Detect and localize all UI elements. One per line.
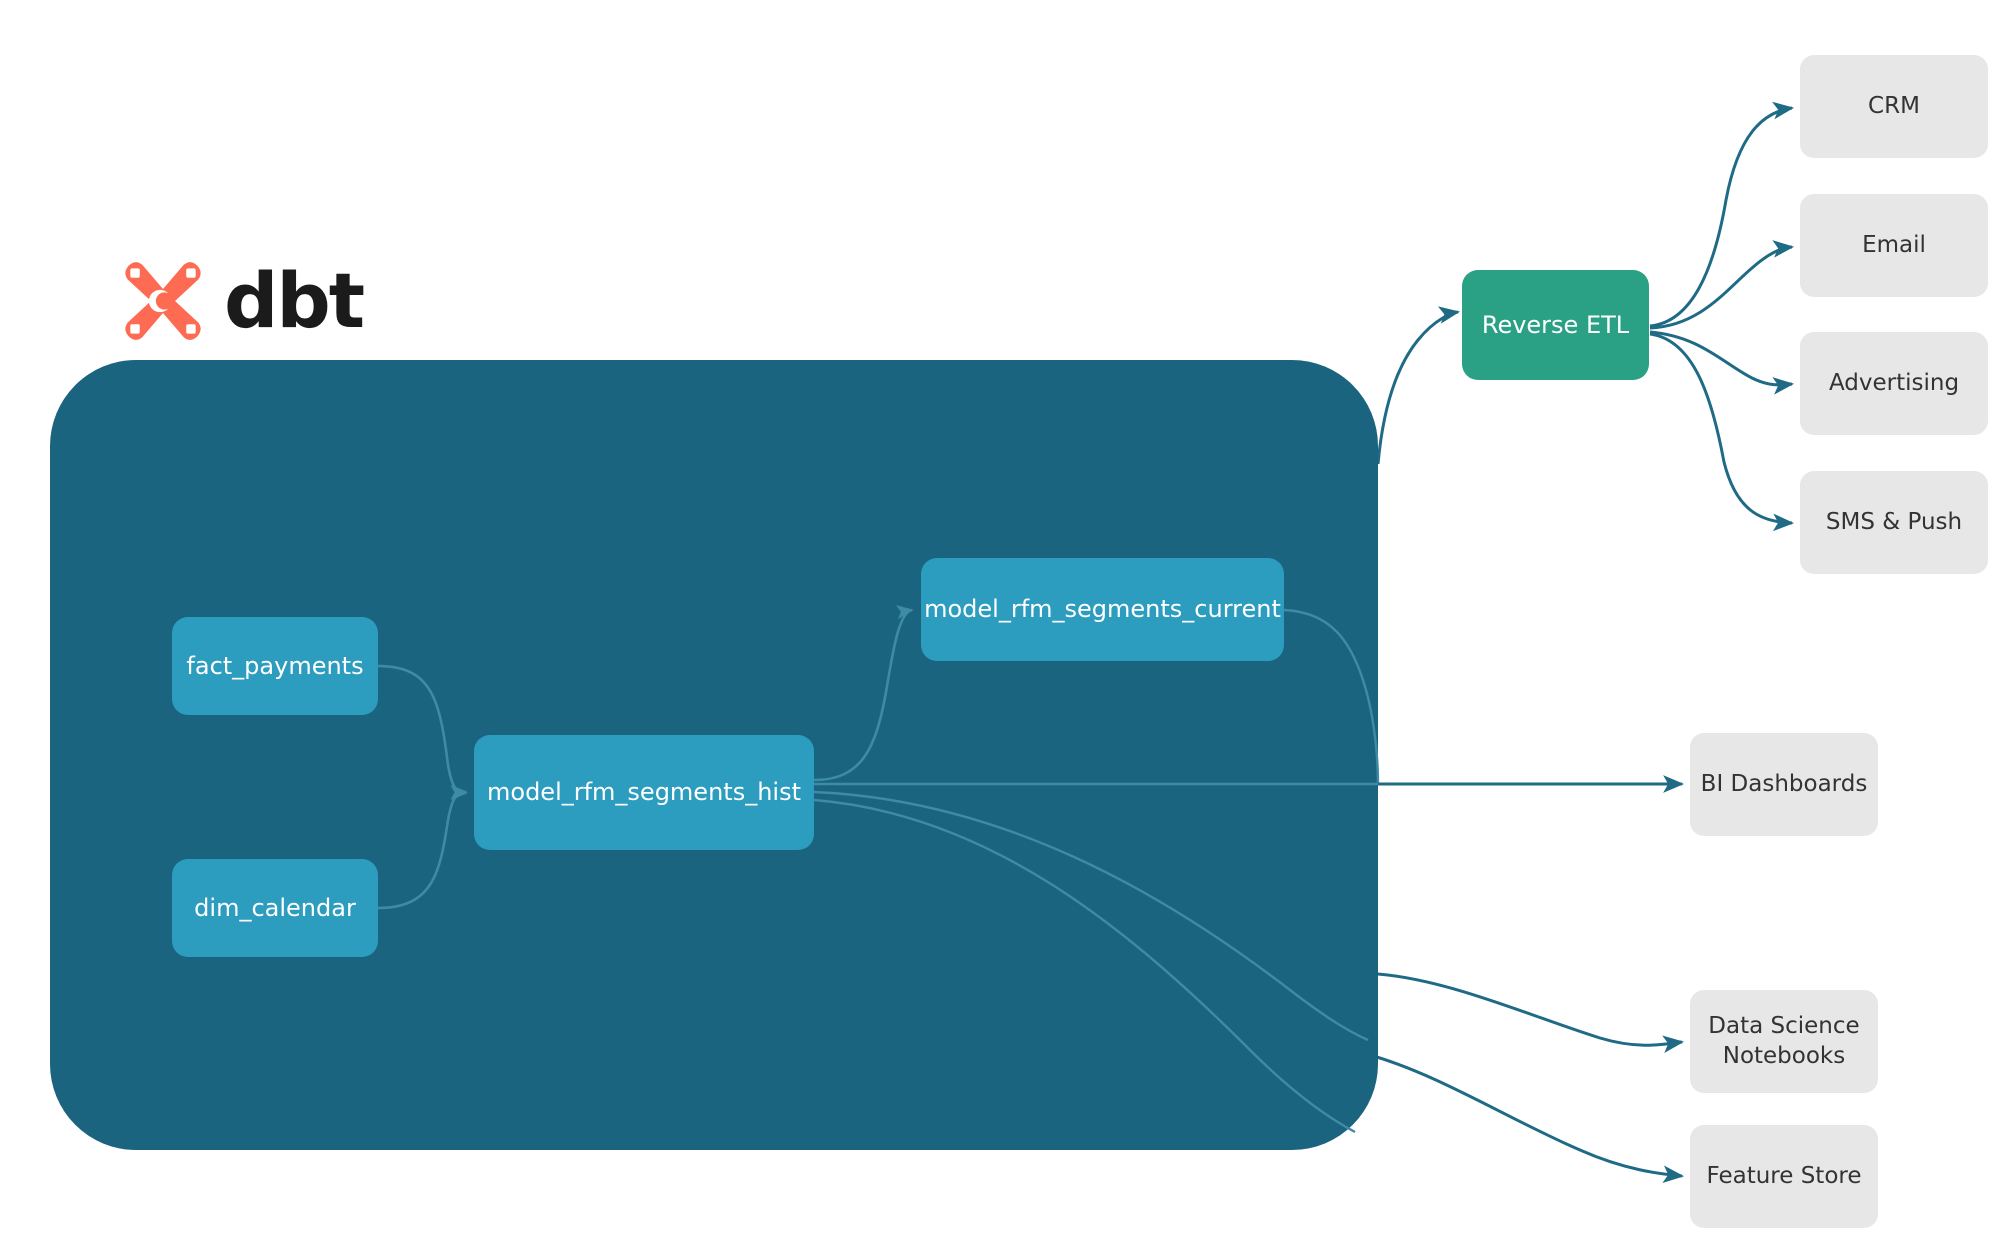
reverse-etl-node[interactable]: Reverse ETL: [1462, 270, 1649, 380]
model-node-dim-calendar[interactable]: dim_calendar: [172, 859, 378, 957]
edge-reverse-etl-to-sms-push: [1649, 332, 1795, 532]
edge-hist-to-feature-store: [1369, 1053, 1685, 1184]
dbt-wordmark: dbt: [224, 256, 365, 345]
destination-node-crm[interactable]: CRM: [1800, 55, 1988, 158]
edge-reverse-etl-to-crm: [1649, 101, 1795, 328]
model-node-rfm-segments-hist[interactable]: model_rfm_segments_hist: [474, 735, 814, 850]
edge-hist-to-ds-notebooks: [1377, 972, 1685, 1053]
edge-reverse-etl-to-advertising: [1649, 330, 1795, 395]
destination-node-advertising[interactable]: Advertising: [1800, 332, 1988, 435]
ds-notebooks-line-2: Notebooks: [1722, 1042, 1846, 1069]
ds-notebooks-line-1: Data Science: [1708, 1013, 1860, 1040]
edge-current-to-reverse-etl: [1376, 306, 1461, 465]
destination-node-email[interactable]: Email: [1800, 194, 1988, 297]
consumer-node-data-science-notebooks[interactable]: Data Science Notebooks: [1690, 990, 1878, 1093]
destination-node-sms-push[interactable]: SMS & Push: [1800, 471, 1988, 574]
edge-reverse-etl-to-email: [1649, 240, 1795, 330]
consumer-node-feature-store[interactable]: Feature Store: [1690, 1125, 1878, 1228]
model-node-fact-payments[interactable]: fact_payments: [172, 617, 378, 715]
dbt-logo-icon: [125, 262, 201, 340]
consumer-node-bi-dashboards[interactable]: BI Dashboards: [1690, 733, 1878, 836]
model-node-rfm-segments-current[interactable]: model_rfm_segments_current: [921, 558, 1284, 661]
dbt-logo: dbt: [120, 256, 365, 345]
